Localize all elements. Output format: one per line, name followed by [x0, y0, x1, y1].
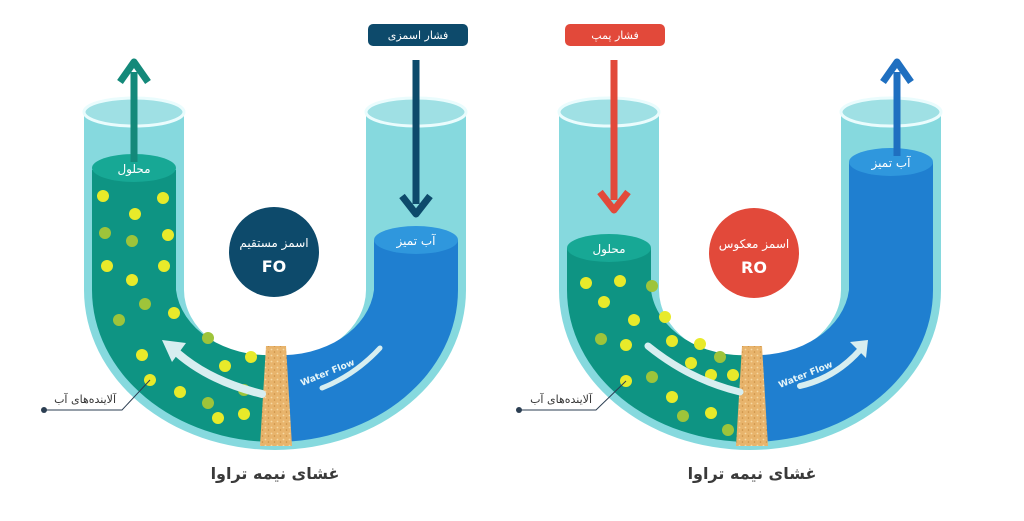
- ro-pressure-tag-text: فشار پمپ: [591, 29, 638, 42]
- ro-flow-stroke: [644, 342, 744, 396]
- fo-clean-water-label: آب تمیز: [396, 233, 437, 249]
- ro-pollutants-label: آلاینده‌های آب: [530, 392, 593, 406]
- ro-pollutant-callout-line: [519, 380, 627, 411]
- fo-pollutants-label: آلاینده‌های آب: [54, 392, 117, 406]
- ro-solution-liquid: [567, 248, 752, 443]
- fo-badge-code: FO: [262, 257, 287, 276]
- fo-pollutant-callout-line: [44, 379, 151, 411]
- ro-diagram: Water Flow محلول آب تمیز اسمز معکوس RO ف…: [516, 24, 943, 483]
- ro-membrane-title: غشای نیمه تراوا: [688, 464, 817, 483]
- fo-pressure-tag: [368, 24, 468, 46]
- ro-pressure-tag: [565, 24, 665, 46]
- fo-diagram: Water Flow محلول آب تمیز اسمز مستقیم FO …: [41, 24, 468, 483]
- fo-clean-water-liquid: [275, 240, 458, 442]
- fo-pollutants: [97, 190, 257, 424]
- ro-badge-title: اسمز معکوس: [719, 237, 789, 252]
- fo-solution-label: محلول: [117, 162, 150, 177]
- fo-membrane-title: غشای نیمه تراوا: [211, 464, 340, 483]
- ro-clean-water-liquid: [752, 162, 933, 442]
- fo-badge-title: اسمز مستقیم: [239, 236, 308, 251]
- ro-badge: [709, 208, 799, 298]
- fo-solution-liquid: [92, 170, 275, 442]
- fo-badge: [229, 207, 319, 297]
- ro-solution-label: محلول: [592, 242, 625, 257]
- fo-pressure-tag-text: فشار اسمزی: [388, 29, 449, 42]
- fo-flow-arrow: [168, 344, 266, 398]
- ro-badge-code: RO: [741, 258, 767, 277]
- ro-pollutants: [580, 275, 739, 436]
- ro-clean-water-label: آب تمیز: [871, 155, 912, 171]
- ro-membrane: [736, 346, 768, 446]
- fo-membrane: [260, 346, 292, 446]
- ro-flow-arrow: [797, 347, 863, 389]
